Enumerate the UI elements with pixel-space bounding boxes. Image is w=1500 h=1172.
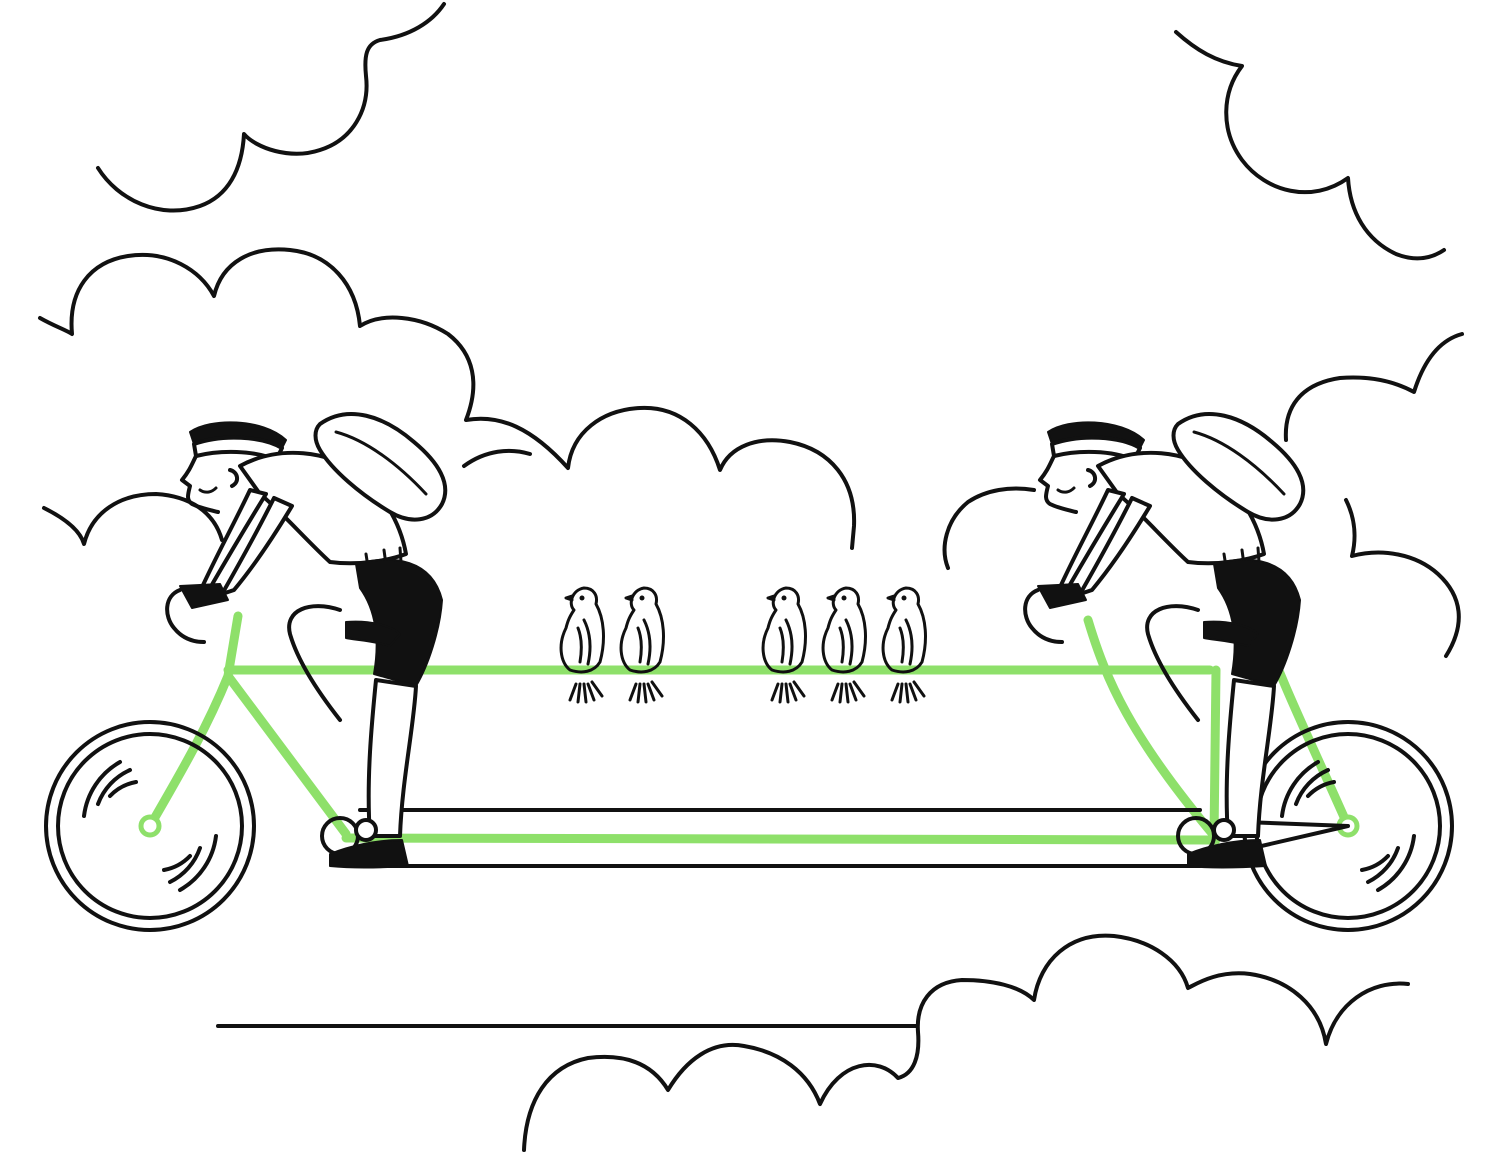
bird-1 <box>559 586 605 704</box>
cloud-middle-left <box>38 247 857 550</box>
bird-3 <box>761 586 807 704</box>
rider-rear <box>1023 411 1306 870</box>
tandem-frame <box>138 611 1360 845</box>
cloud-bottom <box>216 933 1410 1152</box>
bird-5 <box>881 586 927 704</box>
rider-front <box>165 411 448 870</box>
cloud-middle-right <box>942 332 1464 658</box>
bird-4 <box>821 586 867 704</box>
bird-2 <box>619 586 665 704</box>
cloud-top-right <box>1174 30 1446 261</box>
cloud-top-left <box>96 2 446 213</box>
